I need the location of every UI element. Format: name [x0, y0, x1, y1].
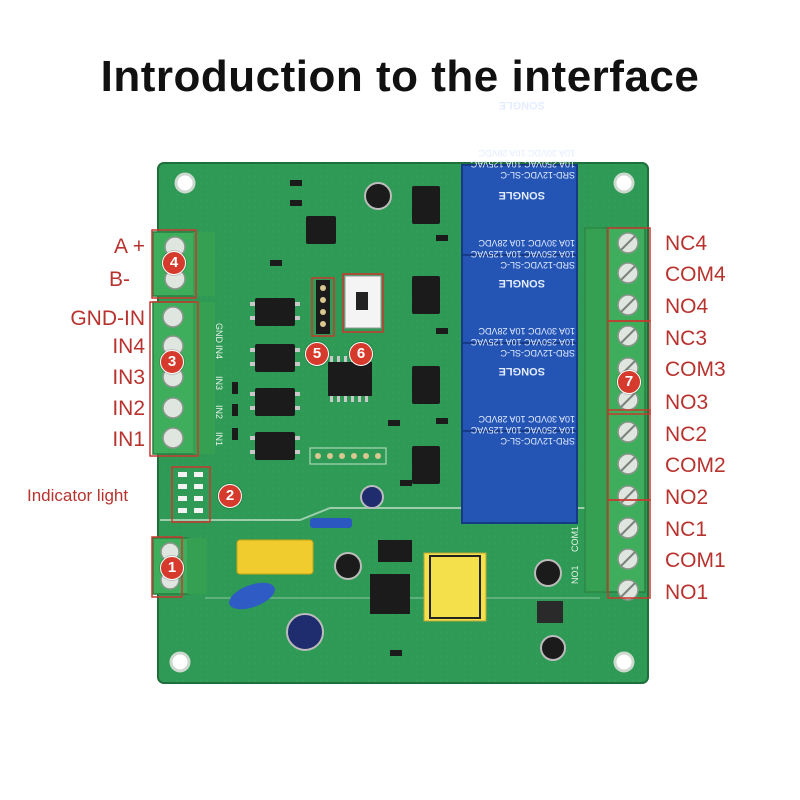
relay-4 [461, 164, 578, 256]
varistor [229, 582, 275, 610]
silk-gnd: GND [214, 323, 224, 344]
callout-box-relay1 [607, 499, 651, 599]
badge-3-inputs: 3 [160, 350, 184, 374]
label-nc2: NC2 [665, 423, 708, 446]
relay-3-rating-2: 10A 30VDC 10A 28VDC [478, 238, 575, 248]
led [178, 496, 187, 501]
mounting-hole [613, 651, 635, 673]
led [178, 484, 187, 489]
input-terminal-block [152, 301, 215, 455]
led [194, 496, 203, 501]
relay-4-rating-1: 10A 250VAC 10A 125VAC [470, 159, 575, 169]
badge-5-header: 5 [305, 342, 329, 366]
x-capacitor [236, 539, 314, 575]
label-in1: IN1 [112, 428, 145, 451]
relay-1-rating-2: 10A 30VDC 10A 28VDC [478, 414, 575, 424]
optocoupler [255, 388, 295, 416]
label-com3: COM3 [665, 358, 726, 381]
label-in4: IN4 [112, 335, 145, 358]
relay-4-model: SRD-12VDC-SL-C [500, 170, 575, 180]
optocouplers [255, 298, 295, 460]
optocoupler [255, 344, 295, 372]
led [194, 508, 203, 513]
badge-4-rs485: 4 [162, 251, 186, 275]
relay-2-rating-1: 10A 250VAC 10A 125VAC [470, 337, 575, 347]
silk-com1: COM1 [570, 526, 580, 552]
silk-in2: IN2 [214, 405, 224, 419]
driver-chips [306, 186, 440, 484]
microcontroller [328, 362, 372, 396]
mounting-hole [174, 172, 196, 194]
label-no4: NO4 [665, 295, 709, 318]
page-title: Introduction to the interface [100, 52, 700, 101]
relay-1 [461, 430, 578, 524]
relay-3-model: SRD-12VDC-SL-C [500, 260, 575, 270]
callout-box-rs485 [151, 229, 197, 299]
label-no2: NO2 [665, 486, 709, 509]
relay-1-brand: SONGLE [499, 365, 545, 377]
label-no1: NO1 [665, 581, 709, 604]
optocoupler [255, 432, 295, 460]
mounting-hole [169, 651, 191, 673]
electrolytic-capacitors [286, 182, 566, 661]
relay-2-model: SRD-12VDC-SL-C [500, 348, 575, 358]
transformer [423, 552, 487, 622]
mounting-hole [613, 172, 635, 194]
silk-no1: NO1 [570, 565, 580, 584]
label-in2: IN2 [112, 397, 145, 420]
relay-1-model: SRD-12VDC-SL-C [500, 436, 575, 446]
diode [310, 518, 352, 528]
label-com2: COM2 [665, 454, 726, 477]
relay-4-brand: SONGLE [499, 99, 545, 111]
relay-3-brand: SONGLE [499, 189, 545, 201]
relay-2 [461, 342, 578, 432]
led [178, 508, 187, 513]
badge-1-power-input: 1 [160, 556, 184, 580]
label-gnd-in: GND-IN [70, 307, 145, 330]
relay-3-rating-1: 10A 250VAC 10A 125VAC [470, 249, 575, 259]
label-com1: COM1 [665, 549, 726, 572]
silk-in3: IN3 [214, 376, 224, 390]
led [194, 472, 203, 477]
label-b-minus: B- [109, 268, 130, 291]
callout-box-relay3 [607, 320, 651, 415]
relay-3 [461, 254, 578, 344]
rectifier [378, 540, 412, 562]
relays [461, 164, 578, 524]
programming-header [311, 277, 335, 337]
label-in3: IN3 [112, 366, 145, 389]
label-nc3: NC3 [665, 327, 708, 350]
power-ic [370, 574, 410, 614]
inductor [537, 601, 563, 623]
relay-2-brand: SONGLE [499, 277, 545, 289]
silk-in4: IN4 [214, 345, 224, 359]
led [194, 484, 203, 489]
label-com4: COM4 [665, 263, 726, 286]
mounting-holes [169, 172, 635, 673]
relay-1-rating-1: 10A 250VAC 10A 125VAC [470, 425, 575, 435]
label-a-plus: A + [114, 235, 145, 258]
silk-in1: IN1 [214, 432, 224, 446]
led [178, 472, 187, 477]
smd-resistors [232, 180, 448, 656]
relay-4-rating-2: 10A 30VDC 10A 28VDC [478, 148, 575, 158]
callout-box-inputs [149, 301, 199, 457]
optocoupler [255, 298, 295, 326]
label-nc4: NC4 [665, 232, 708, 255]
badge-2-indicator: 2 [218, 484, 242, 508]
indicator-leds [171, 466, 211, 523]
badge-6-switch: 6 [349, 342, 373, 366]
relay-2-rating-2: 10A 30VDC 10A 28VDC [478, 326, 575, 336]
label-nc1: NC1 [665, 518, 708, 541]
mode-switch [342, 273, 384, 333]
label-no3: NO3 [665, 391, 709, 414]
label-indicator-light: Indicator light [27, 486, 129, 505]
badge-7-relay-outputs: 7 [617, 370, 641, 394]
gpio-header [315, 453, 381, 459]
